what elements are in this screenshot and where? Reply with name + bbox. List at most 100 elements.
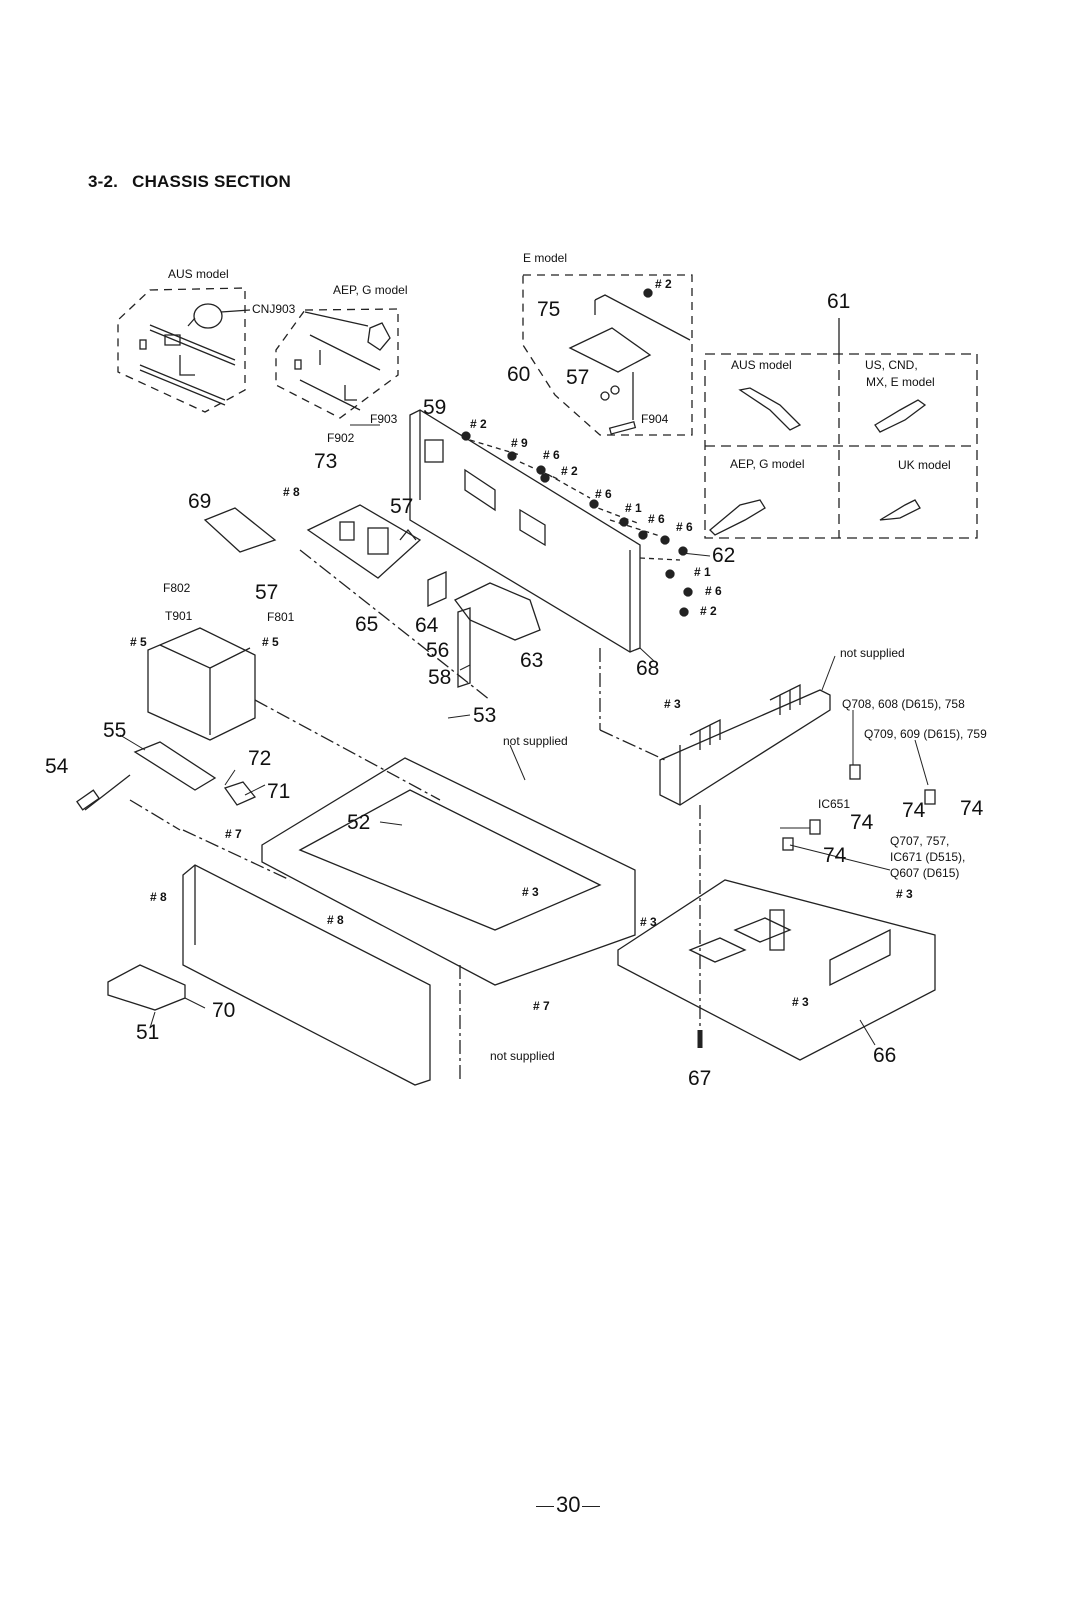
ref-71: 71: [267, 780, 291, 803]
screw-3-b: # 3: [522, 885, 539, 899]
ref-74-d: 74: [823, 844, 847, 867]
ref-64: 64: [415, 614, 439, 637]
aus-model-label: AUS model: [168, 267, 229, 281]
screw-2-c: # 2: [700, 604, 717, 618]
page-number: 30: [534, 1492, 602, 1518]
transformer-t901: [147, 627, 256, 741]
page-number-text: 30: [556, 1492, 581, 1517]
screw-3-a: # 3: [664, 697, 681, 711]
q707-label-1: Q707, 757,: [890, 834, 950, 848]
ref-74-a: 74: [902, 799, 926, 822]
ref-55: 55: [103, 719, 127, 742]
ref-74-c: 74: [850, 811, 874, 834]
q707-label-3: Q607 (D615): [890, 866, 960, 880]
section-number: 3-2.: [88, 172, 119, 191]
cord-aep-label: AEP, G model: [730, 457, 805, 471]
ref-61: 61: [827, 290, 851, 313]
q709-label: Q709, 609 (D615), 759: [864, 727, 987, 741]
ref-72: 72: [248, 747, 272, 770]
ref-65: 65: [355, 613, 379, 636]
cord-aus-label: AUS model: [731, 358, 792, 372]
not-supplied-heatsink: not supplied: [840, 646, 905, 660]
screw-1-b: # 1: [694, 565, 711, 579]
aep-g-model-label: AEP, G model: [333, 283, 408, 297]
screw-7-b: # 7: [533, 999, 550, 1013]
screw-8-a: # 8: [283, 485, 300, 499]
aus-inset-panel: [139, 303, 236, 406]
aus-plug: [738, 387, 802, 431]
section-title: 3-2.CHASSIS SECTION: [88, 172, 291, 192]
main-board-66: [617, 879, 936, 1061]
screw-6-b: # 6: [595, 487, 612, 501]
uk-plug: [879, 499, 921, 521]
rear-panel-screws: [469, 439, 681, 561]
ref-63: 63: [520, 649, 544, 672]
screw-2-e: # 2: [655, 277, 672, 291]
ref-62: 62: [712, 544, 736, 567]
front-frame: [182, 864, 431, 1086]
e-model-inset-border: [522, 274, 693, 436]
f801-label: F801: [267, 610, 295, 624]
us-plug: [874, 399, 927, 433]
aus-inset-border: [117, 287, 246, 413]
bottom-chassis: [261, 757, 636, 986]
screw-3-d: # 3: [896, 887, 913, 901]
leader-lines: [119, 424, 929, 1046]
cord-uk-label: UK model: [898, 458, 951, 472]
f902-label: F902: [327, 431, 355, 445]
t901-label: T901: [165, 609, 193, 623]
screw-2-b: # 2: [561, 464, 578, 478]
screw-6-c: # 6: [648, 512, 665, 526]
assembly-guides: [129, 549, 701, 1080]
ref-51: 51: [136, 1021, 160, 1044]
ref-53: 53: [473, 704, 497, 727]
ref-57-e: 57: [566, 366, 590, 389]
screw-7-a: # 7: [225, 827, 242, 841]
ref-75: 75: [537, 298, 561, 321]
screw-6-e: # 6: [705, 584, 722, 598]
transistors: [782, 764, 936, 851]
screw-3-c: # 3: [640, 915, 657, 929]
screw-6-a: # 6: [543, 448, 560, 462]
part-51-70: [107, 964, 186, 1011]
aep-g-inset-border: [275, 308, 399, 419]
screw-5-a: # 5: [130, 635, 147, 649]
ref-60: 60: [507, 363, 531, 386]
screw-6-d: # 6: [676, 520, 693, 534]
aep-plug: [709, 499, 766, 536]
screw-3-e: # 3: [792, 995, 809, 1009]
power-cord-variants-box: [704, 318, 978, 539]
cable-56-58: [457, 607, 471, 688]
pcb-69: [203, 507, 277, 553]
cnj903-leader-2: [304, 311, 369, 327]
heatsink: [659, 683, 831, 806]
cord-us-label: US, CND,: [865, 358, 918, 372]
ref-58: 58: [428, 666, 452, 689]
part-64: [427, 570, 447, 608]
f904-label: F904: [641, 412, 669, 426]
switch-assembly: [76, 741, 257, 811]
f802-label: F802: [163, 581, 191, 595]
ref-57-mid: 57: [390, 495, 414, 518]
q707-label-2: IC671 (D515),: [890, 850, 966, 864]
ref-69: 69: [188, 490, 212, 513]
ref-73: 73: [314, 450, 338, 473]
ref-66: 66: [873, 1044, 897, 1067]
aep-g-inset-panel: [294, 322, 391, 411]
screw-1-a: # 1: [625, 501, 642, 515]
ref-70: 70: [212, 999, 236, 1022]
ic651-label: IC651: [818, 797, 851, 811]
ref-67: 67: [688, 1067, 712, 1090]
screw-icons: [461, 288, 693, 617]
ref-68: 68: [636, 657, 660, 680]
cnj903-label: CNJ903: [252, 302, 296, 316]
ref-59: 59: [423, 396, 447, 419]
not-supplied-bracket: not supplied: [503, 734, 568, 748]
screw-8-c: # 8: [327, 913, 344, 927]
ref-56: 56: [426, 639, 450, 662]
ref-74-b: 74: [960, 797, 984, 820]
pcb-65: [306, 504, 422, 579]
cord-us-label-2: MX, E model: [866, 375, 935, 389]
ref-57-left: 57: [255, 581, 279, 604]
